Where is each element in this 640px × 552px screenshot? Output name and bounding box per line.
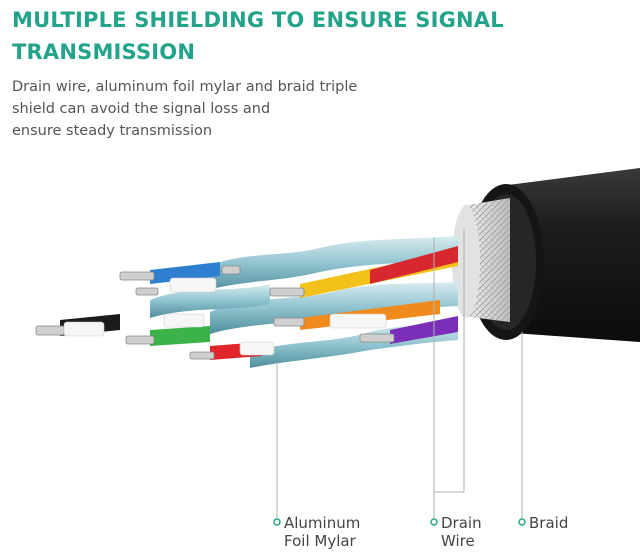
callout-drain-wire-line-2: Wire [441,532,475,550]
callout-aluminum-foil-line-2: Foil Mylar [284,532,356,550]
conductor-tips [35,265,395,360]
callout-leaders [276,228,523,518]
braid-shield [452,198,510,322]
headline-line-2: TRANSMISSION [12,40,196,64]
callout-dots [273,518,526,526]
description-line-1: Drain wire, aluminum foil mylar and brai… [12,79,358,95]
callout-aluminum-foil: Aluminum Foil Mylar [284,514,360,550]
callout-drain-wire: Drain Wire [441,514,482,550]
headline: MULTIPLE SHIELDING TO ENSURE SIGNAL TRAN… [12,4,612,68]
callout-braid-line-1: Braid [529,514,569,532]
description: Drain wire, aluminum foil mylar and brai… [12,76,452,142]
headline-line-1: MULTIPLE SHIELDING TO ENSURE SIGNAL [12,8,504,32]
foil-twisted-pairs [150,236,458,368]
callout-braid: Braid [529,514,568,532]
callout-aluminum-foil-line-1: Aluminum [284,514,361,532]
white-wires [63,277,387,356]
callout-drain-wire-line-1: Drain [441,514,482,532]
description-line-3: ensure steady transmission [12,123,213,139]
description-line-2: shield can avoid the signal loss and [12,101,271,117]
